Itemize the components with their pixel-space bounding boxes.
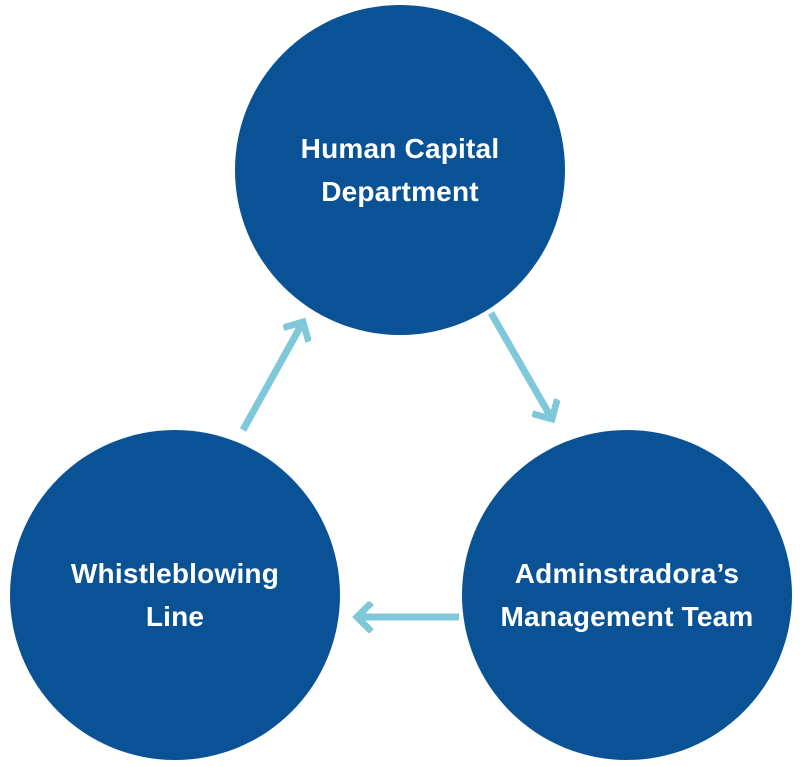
node-label-whistleblowing-line: Whistleblowing Line [17,552,334,639]
node-adminstradoras-management-team: Adminstradora’s Management Team [462,430,792,760]
node-label-line: Department [321,176,479,207]
arrow-human-capital-to-management [487,311,552,419]
node-human-capital-department: Human Capital Department [235,5,565,335]
node-label-line: Line [145,601,205,632]
arrow-whistleblowing-to-human-capital [239,322,303,432]
node-label-line: Human Capital [300,132,500,164]
node-label-line: Management Team [500,601,754,632]
node-whistleblowing-line: Whistleblowing Line [10,430,340,760]
node-label-human-capital-department: Human Capital Department [242,127,559,214]
node-label-adminstradoras-management-team: Adminstradora’s Management Team [469,552,786,639]
node-label-line: Whistleblowing [70,557,280,589]
node-label-line: Adminstradora’s [514,557,740,589]
